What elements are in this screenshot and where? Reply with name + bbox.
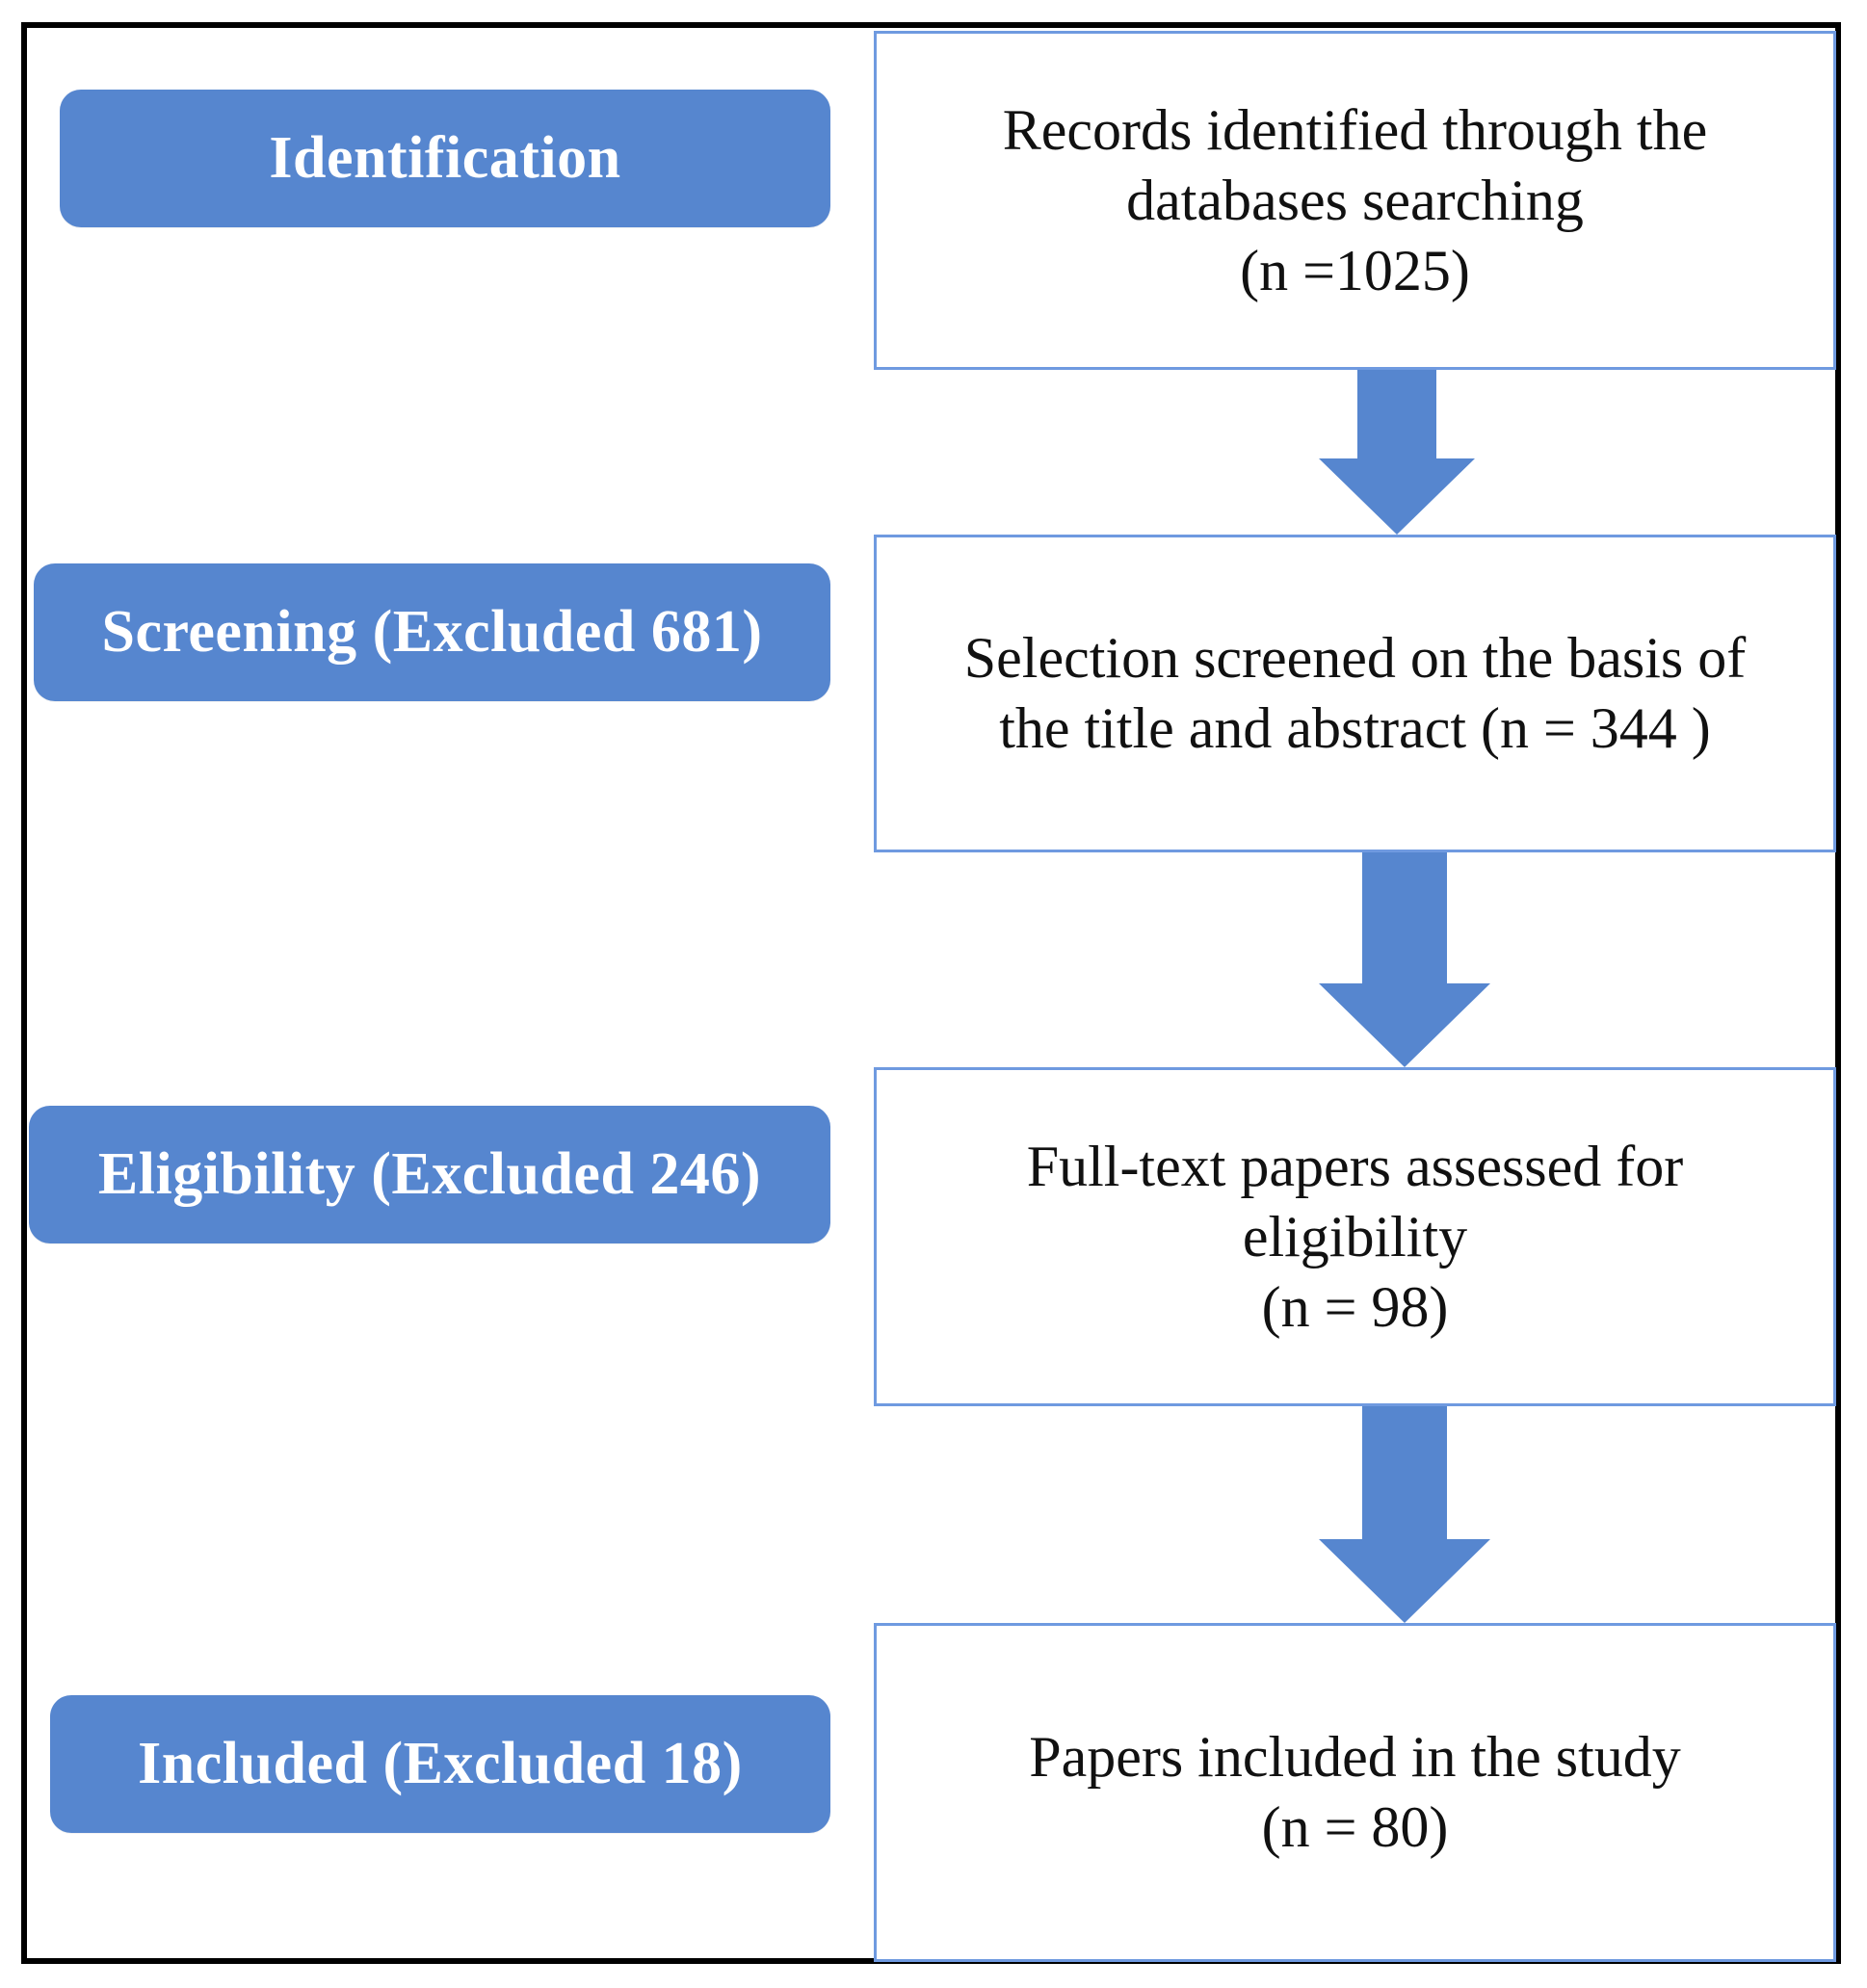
down-arrow-icon — [1319, 1406, 1490, 1623]
papers-included-box: Papers included in the study (n = 80) — [874, 1623, 1836, 1962]
stage-screening: Screening (Excluded 681) — [34, 563, 830, 701]
down-arrow-icon — [1319, 852, 1490, 1067]
box-line: Records identified through the — [1002, 97, 1708, 162]
stage-eligibility: Eligibility (Excluded 246) — [29, 1106, 830, 1243]
box-line: databases searching — [1126, 168, 1584, 232]
selection-screened-box: Selection screened on the basis of the t… — [874, 535, 1836, 852]
box-line: Full-text papers assessed for — [1026, 1134, 1684, 1198]
stage-screening-label: Screening (Excluded 681) — [101, 599, 763, 665]
down-arrow-icon — [1319, 370, 1475, 535]
box-line: Papers included in the study — [1029, 1725, 1681, 1789]
box-line: (n =1025) — [1240, 238, 1470, 302]
stage-included-label: Included (Excluded 18) — [138, 1731, 743, 1796]
stage-included: Included (Excluded 18) — [50, 1695, 830, 1833]
stage-identification: Identification — [60, 90, 830, 227]
box-line: (n = 80) — [1261, 1795, 1449, 1859]
box-line: Selection screened on the basis of — [963, 626, 1747, 690]
box-line: eligibility — [1242, 1204, 1468, 1269]
box-line: the title and abstract (n = 344 ) — [999, 696, 1711, 760]
records-identified-box: Records identified through the databases… — [874, 31, 1836, 370]
full-text-assessed-box: Full-text papers assessed for eligibilit… — [874, 1067, 1836, 1406]
stage-eligibility-label: Eligibility (Excluded 246) — [97, 1141, 762, 1207]
box-line: (n = 98) — [1261, 1274, 1449, 1339]
stage-identification-label: Identification — [269, 125, 621, 191]
